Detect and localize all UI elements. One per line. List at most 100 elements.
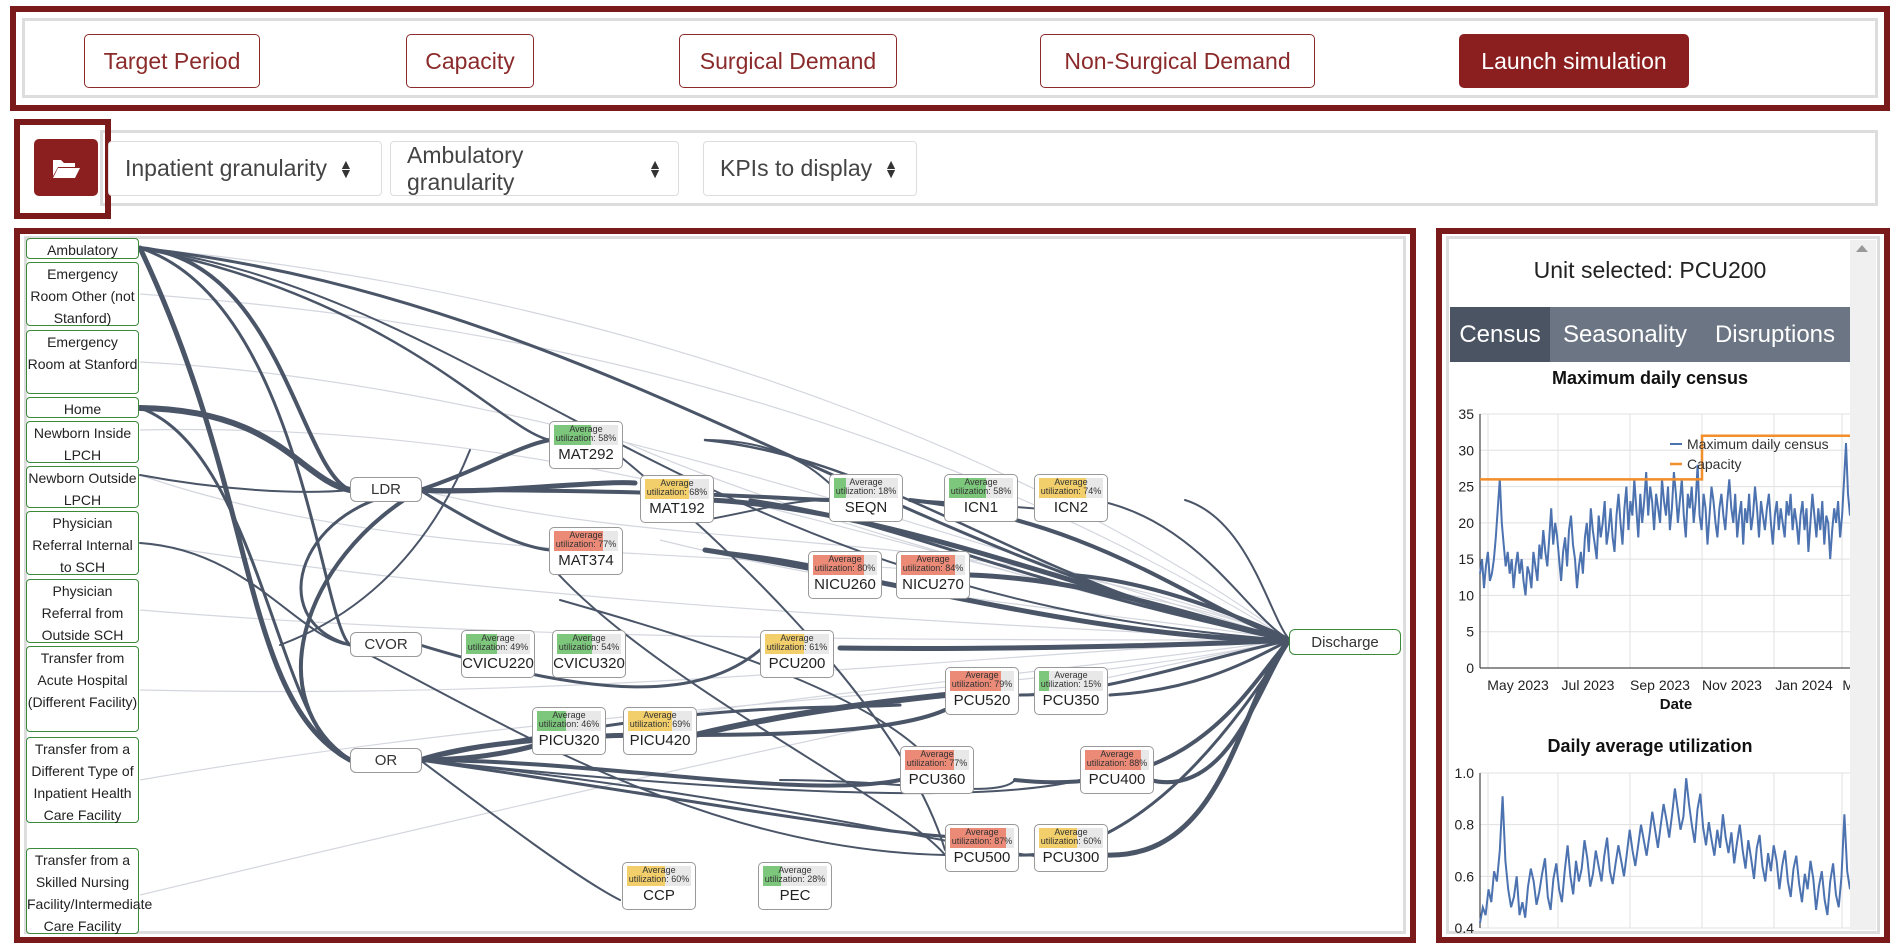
target-period-button[interactable]: Target Period: [84, 34, 260, 88]
utilization-value: utilization: 69%: [629, 719, 691, 729]
kpis-label: KPIs to display: [720, 155, 873, 181]
legend-label-capacity: Capacity: [1687, 456, 1741, 472]
source-node[interactable]: Newborn Outside LPCH: [26, 466, 139, 508]
utilization-fill: [1039, 828, 1078, 848]
unit-name: PCU500: [953, 849, 1011, 866]
utilization-value: utilization: 46%: [538, 719, 600, 729]
inpatient-granularity-dropdown[interactable]: Inpatient granularity ▲▼: [108, 141, 382, 196]
tab-seasonality[interactable]: Seasonality: [1562, 320, 1688, 348]
utilization-fill: [905, 750, 955, 770]
series-max-daily-census: [1479, 442, 1850, 596]
source-node[interactable]: Newborn Inside LPCH: [26, 421, 139, 463]
node-or[interactable]: OR: [350, 748, 422, 773]
utilization-value: utilization: 88%: [1086, 758, 1148, 768]
utilization-label: Average: [1054, 828, 1088, 837]
utilization-label: Average: [642, 866, 676, 875]
source-node[interactable]: Home: [26, 397, 139, 418]
source-node[interactable]: Physician Referral Internal to SCH: [26, 511, 139, 575]
unit-name: PCU400: [1088, 771, 1146, 788]
x-tick-label: Jan 2024: [1775, 677, 1833, 693]
tab-census[interactable]: Census: [1450, 307, 1550, 362]
unit-name: PCU350: [1042, 692, 1100, 709]
surgical-demand-button[interactable]: Surgical Demand: [679, 34, 897, 88]
node-cvor[interactable]: CVOR: [350, 632, 422, 657]
utilization-value: utilization: 77%: [555, 539, 617, 549]
y-tick-label: 0.4: [1455, 920, 1475, 933]
kpis-dropdown[interactable]: KPIs to display ▲▼: [703, 141, 917, 196]
unit-name: NICU260: [814, 576, 876, 593]
utilization-value: utilization: 54%: [558, 642, 620, 652]
source-node[interactable]: Transfer from a Different Type of Inpati…: [26, 737, 139, 823]
tab-disruptions[interactable]: Disruptions: [1714, 320, 1836, 348]
utilization-label: Average: [964, 478, 998, 487]
legend-label-census: Maximum daily census: [1687, 436, 1829, 452]
unit-name: PICU420: [629, 732, 691, 749]
source-node[interactable]: Physician Referral from Outside SCH: [26, 579, 139, 643]
utilization-label: Average: [778, 866, 812, 875]
series-utilization: [1479, 778, 1850, 923]
launch-simulation-button[interactable]: Launch simulation: [1459, 34, 1689, 88]
capacity-button[interactable]: Capacity: [406, 34, 534, 88]
utilization-label: Average: [849, 478, 883, 487]
utilization-label: Average: [569, 425, 603, 434]
utilization-label: Average: [965, 828, 999, 837]
y-tick-label: 15: [1458, 551, 1474, 567]
utilization-fill: [949, 478, 987, 498]
ambulatory-granularity-label: Ambulatory granularity: [407, 141, 524, 195]
inpatient-granularity-label: Inpatient granularity: [125, 155, 328, 181]
chart-title: Maximum daily census: [1552, 368, 1748, 388]
utilization-fill: [645, 479, 689, 499]
utilization-label: Average: [481, 634, 515, 643]
ambulatory-granularity-dropdown[interactable]: Ambulatory granularity ▲▼: [390, 141, 679, 196]
source-node[interactable]: Ambulatory: [26, 238, 139, 259]
sort-arrows-icon: ▲▼: [648, 155, 662, 181]
non-surgical-demand-button[interactable]: Non-Surgical Demand: [1040, 34, 1315, 88]
utilization-fill: [554, 531, 604, 551]
toolbar-inner: [22, 18, 1878, 98]
source-node[interactable]: Emergency Room at Stanford: [26, 330, 139, 394]
source-node[interactable]: Emergency Room Other (not Stanford): [26, 262, 139, 326]
utilization-label: Average: [660, 479, 694, 488]
unit-name: NICU270: [902, 576, 964, 593]
node-discharge[interactable]: Discharge: [1289, 629, 1401, 655]
scroll-up-icon[interactable]: [1856, 245, 1868, 252]
utilization-label: Average: [916, 555, 950, 564]
y-tick-label: 0: [1466, 660, 1474, 676]
source-node[interactable]: Transfer from a Skilled Nursing Facility…: [26, 848, 152, 934]
panel-scrollbar[interactable]: [1850, 240, 1876, 930]
source-node[interactable]: Transfer from Acute Hospital (Different …: [26, 646, 139, 732]
open-file-button[interactable]: [34, 139, 98, 196]
node-ldr[interactable]: LDR: [350, 477, 422, 502]
